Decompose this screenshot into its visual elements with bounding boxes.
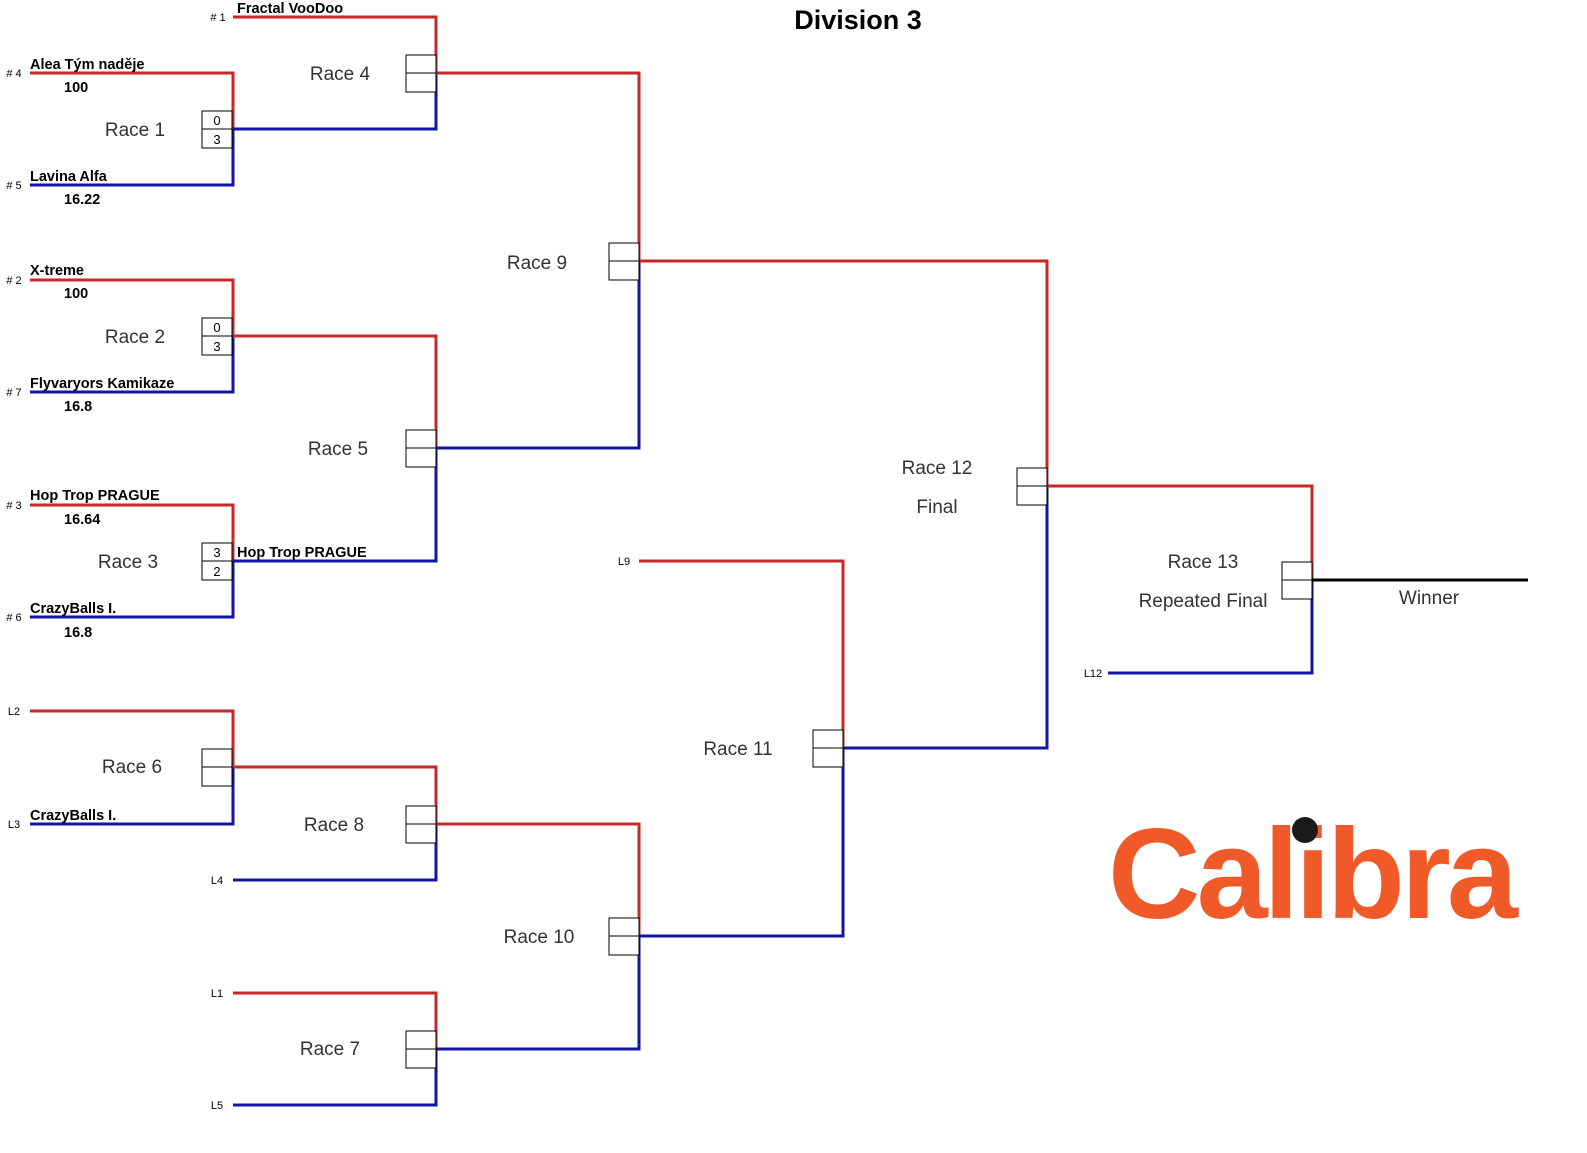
race11-score-box bbox=[812, 729, 844, 768]
race3-score-top: 3 bbox=[213, 545, 220, 560]
calibra-logo: Calibra bbox=[1108, 803, 1523, 946]
team-time: 16.8 bbox=[64, 625, 92, 641]
race13-lower-line bbox=[1108, 580, 1314, 675]
team-name: Fractal VooDoo bbox=[237, 1, 343, 17]
team-name: CrazyBalls I. bbox=[30, 601, 116, 617]
race11-upper-line bbox=[639, 559, 845, 748]
loser-ref-L1: L1 bbox=[211, 988, 223, 1000]
seed-1: # 1 bbox=[210, 12, 225, 24]
race13-sublabel: Repeated Final bbox=[1139, 591, 1268, 612]
race5-upper-line bbox=[233, 334, 438, 448]
race7-label: Race 7 bbox=[300, 1039, 360, 1060]
loser-ref-L3: L3 bbox=[8, 819, 20, 831]
race2-score-top: 0 bbox=[213, 320, 220, 335]
loser-ref-L12: L12 bbox=[1084, 668, 1102, 680]
race3-score-bottom: 2 bbox=[213, 564, 220, 579]
team-time: 100 bbox=[64, 80, 88, 96]
division-title: Division 3 bbox=[794, 5, 922, 35]
race2-lower-line bbox=[30, 336, 235, 394]
race7-score-box bbox=[405, 1030, 437, 1069]
race12-sublabel: Final bbox=[916, 497, 957, 518]
loser-ref-L5: L5 bbox=[211, 1100, 223, 1112]
team-time: 100 bbox=[64, 286, 88, 302]
team-name: Lavina Alfa bbox=[30, 169, 108, 185]
race12-score-box bbox=[1016, 467, 1048, 506]
race8-label: Race 8 bbox=[304, 815, 364, 836]
score-boxes: 0 3 0 3 3 2 bbox=[201, 54, 1313, 1069]
race13-label: Race 13 bbox=[1168, 552, 1239, 573]
seed-7: # 7 bbox=[6, 387, 21, 399]
team-name: CrazyBalls I. bbox=[30, 808, 116, 824]
race3-winner-name: Hop Trop PRAGUE bbox=[237, 545, 367, 561]
race8-score-box bbox=[405, 805, 437, 844]
race2-score-bottom: 3 bbox=[213, 339, 220, 354]
race12-lower-line bbox=[843, 486, 1049, 750]
team-labels: Fractal VooDoo Alea Tým naděje 100 Lavin… bbox=[30, 1, 367, 824]
race3-label: Race 3 bbox=[98, 552, 158, 573]
race11-label: Race 11 bbox=[703, 739, 772, 760]
race11-lower-line bbox=[639, 748, 845, 938]
race2-score-box: 0 3 bbox=[201, 317, 233, 356]
race3-lower-line bbox=[30, 561, 235, 619]
race1-lower-line bbox=[30, 129, 235, 187]
race1-label: Race 1 bbox=[105, 120, 165, 141]
race7-upper-line bbox=[233, 991, 438, 1049]
race8-upper-line bbox=[233, 765, 438, 824]
team-name: Alea Tým naděje bbox=[30, 57, 144, 73]
race10-lower-line bbox=[436, 936, 641, 1051]
loser-ref-L2: L2 bbox=[8, 706, 20, 718]
team-time: 16.22 bbox=[64, 192, 100, 208]
race13-score-box bbox=[1281, 561, 1313, 600]
race6-score-box bbox=[201, 748, 233, 787]
race5-score-box bbox=[405, 429, 437, 468]
race-labels: Race 1 Race 4 Race 2 Race 3 Race 5 Race … bbox=[98, 64, 1460, 1060]
seed-3: # 3 bbox=[6, 500, 21, 512]
race6-lower-line bbox=[30, 767, 235, 826]
race9-label: Race 9 bbox=[507, 253, 567, 274]
team-name: Hop Trop PRAGUE bbox=[30, 488, 160, 504]
race13-upper-line bbox=[1047, 484, 1314, 580]
race6-upper-line bbox=[30, 709, 235, 767]
race4-label: Race 4 bbox=[310, 64, 371, 85]
team-name: X-treme bbox=[30, 263, 84, 279]
race10-upper-line bbox=[436, 822, 641, 936]
race12-upper-line bbox=[639, 259, 1049, 486]
seed-4: # 4 bbox=[6, 68, 21, 80]
winner-label: Winner bbox=[1399, 588, 1460, 609]
team-time: 16.64 bbox=[64, 512, 100, 528]
race5-label: Race 5 bbox=[308, 439, 368, 460]
seed-2: # 2 bbox=[6, 275, 21, 287]
team-time: 16.8 bbox=[64, 399, 92, 415]
loser-ref-L9: L9 bbox=[618, 556, 630, 568]
race3-upper-line bbox=[30, 503, 235, 561]
seed-labels: # 1 # 4 # 5 # 2 # 7 # 3 # 6 L2 L3 L4 L1 … bbox=[6, 12, 1102, 1112]
seed-6: # 6 bbox=[6, 612, 21, 624]
race2-upper-line bbox=[30, 278, 235, 336]
bracket-lines bbox=[30, 15, 1528, 1107]
race9-score-box bbox=[608, 242, 640, 281]
race9-lower-line bbox=[436, 261, 641, 450]
race1-score-top: 0 bbox=[213, 113, 220, 128]
race10-score-box bbox=[608, 917, 640, 956]
race9-upper-line bbox=[436, 71, 641, 261]
race12-label: Race 12 bbox=[902, 458, 973, 479]
race10-label: Race 10 bbox=[504, 927, 575, 948]
race6-label: Race 6 bbox=[102, 757, 162, 778]
loser-ref-L4: L4 bbox=[211, 875, 223, 887]
logo-dot bbox=[1292, 817, 1318, 843]
race1-score-box: 0 3 bbox=[201, 110, 233, 149]
team-name: Flyvaryors Kamikaze bbox=[30, 376, 174, 392]
seed-5: # 5 bbox=[6, 180, 21, 192]
race1-upper-line bbox=[30, 71, 235, 129]
race4-upper-line bbox=[233, 15, 438, 73]
race2-label: Race 2 bbox=[105, 327, 165, 348]
race5-lower-line bbox=[233, 448, 438, 563]
race4-score-box bbox=[405, 54, 437, 93]
race3-score-box: 3 2 bbox=[201, 542, 233, 581]
race1-score-bottom: 3 bbox=[213, 132, 220, 147]
